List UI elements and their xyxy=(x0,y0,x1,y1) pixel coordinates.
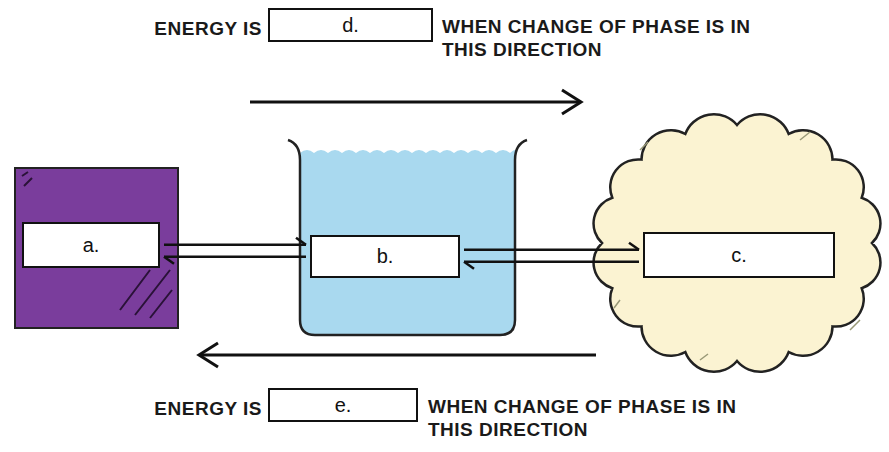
gas-cloud xyxy=(594,114,881,372)
caption-text: ENERGY IS xyxy=(80,397,262,420)
box-text: c. xyxy=(731,244,747,267)
liquid-fill xyxy=(300,150,515,335)
box-text: e. xyxy=(335,394,352,417)
caption-text: WHEN CHANGE OF PHASE IS IN THIS DIRECTIO… xyxy=(442,15,782,61)
cooling-arrow xyxy=(199,343,596,367)
solid-hatching xyxy=(22,172,172,318)
caption-text: WHEN CHANGE OF PHASE IS IN THIS DIRECTIO… xyxy=(428,395,773,441)
answer-box: d. xyxy=(268,8,433,42)
solid-block xyxy=(15,168,178,328)
box-text: d. xyxy=(342,14,359,37)
box-text: a. xyxy=(83,234,100,257)
answer-box: a. xyxy=(22,222,160,268)
answer-box: b. xyxy=(310,235,460,278)
heating-arrow xyxy=(250,90,581,114)
cloud-hatching xyxy=(614,132,860,360)
beaker-outline xyxy=(288,140,527,335)
answer-box: e. xyxy=(268,388,418,422)
caption-text: ENERGY IS xyxy=(80,17,262,40)
answer-box: c. xyxy=(643,232,835,278)
equilibrium-arrow xyxy=(164,238,306,264)
box-text: b. xyxy=(377,245,394,268)
equilibrium-arrow xyxy=(464,243,639,269)
